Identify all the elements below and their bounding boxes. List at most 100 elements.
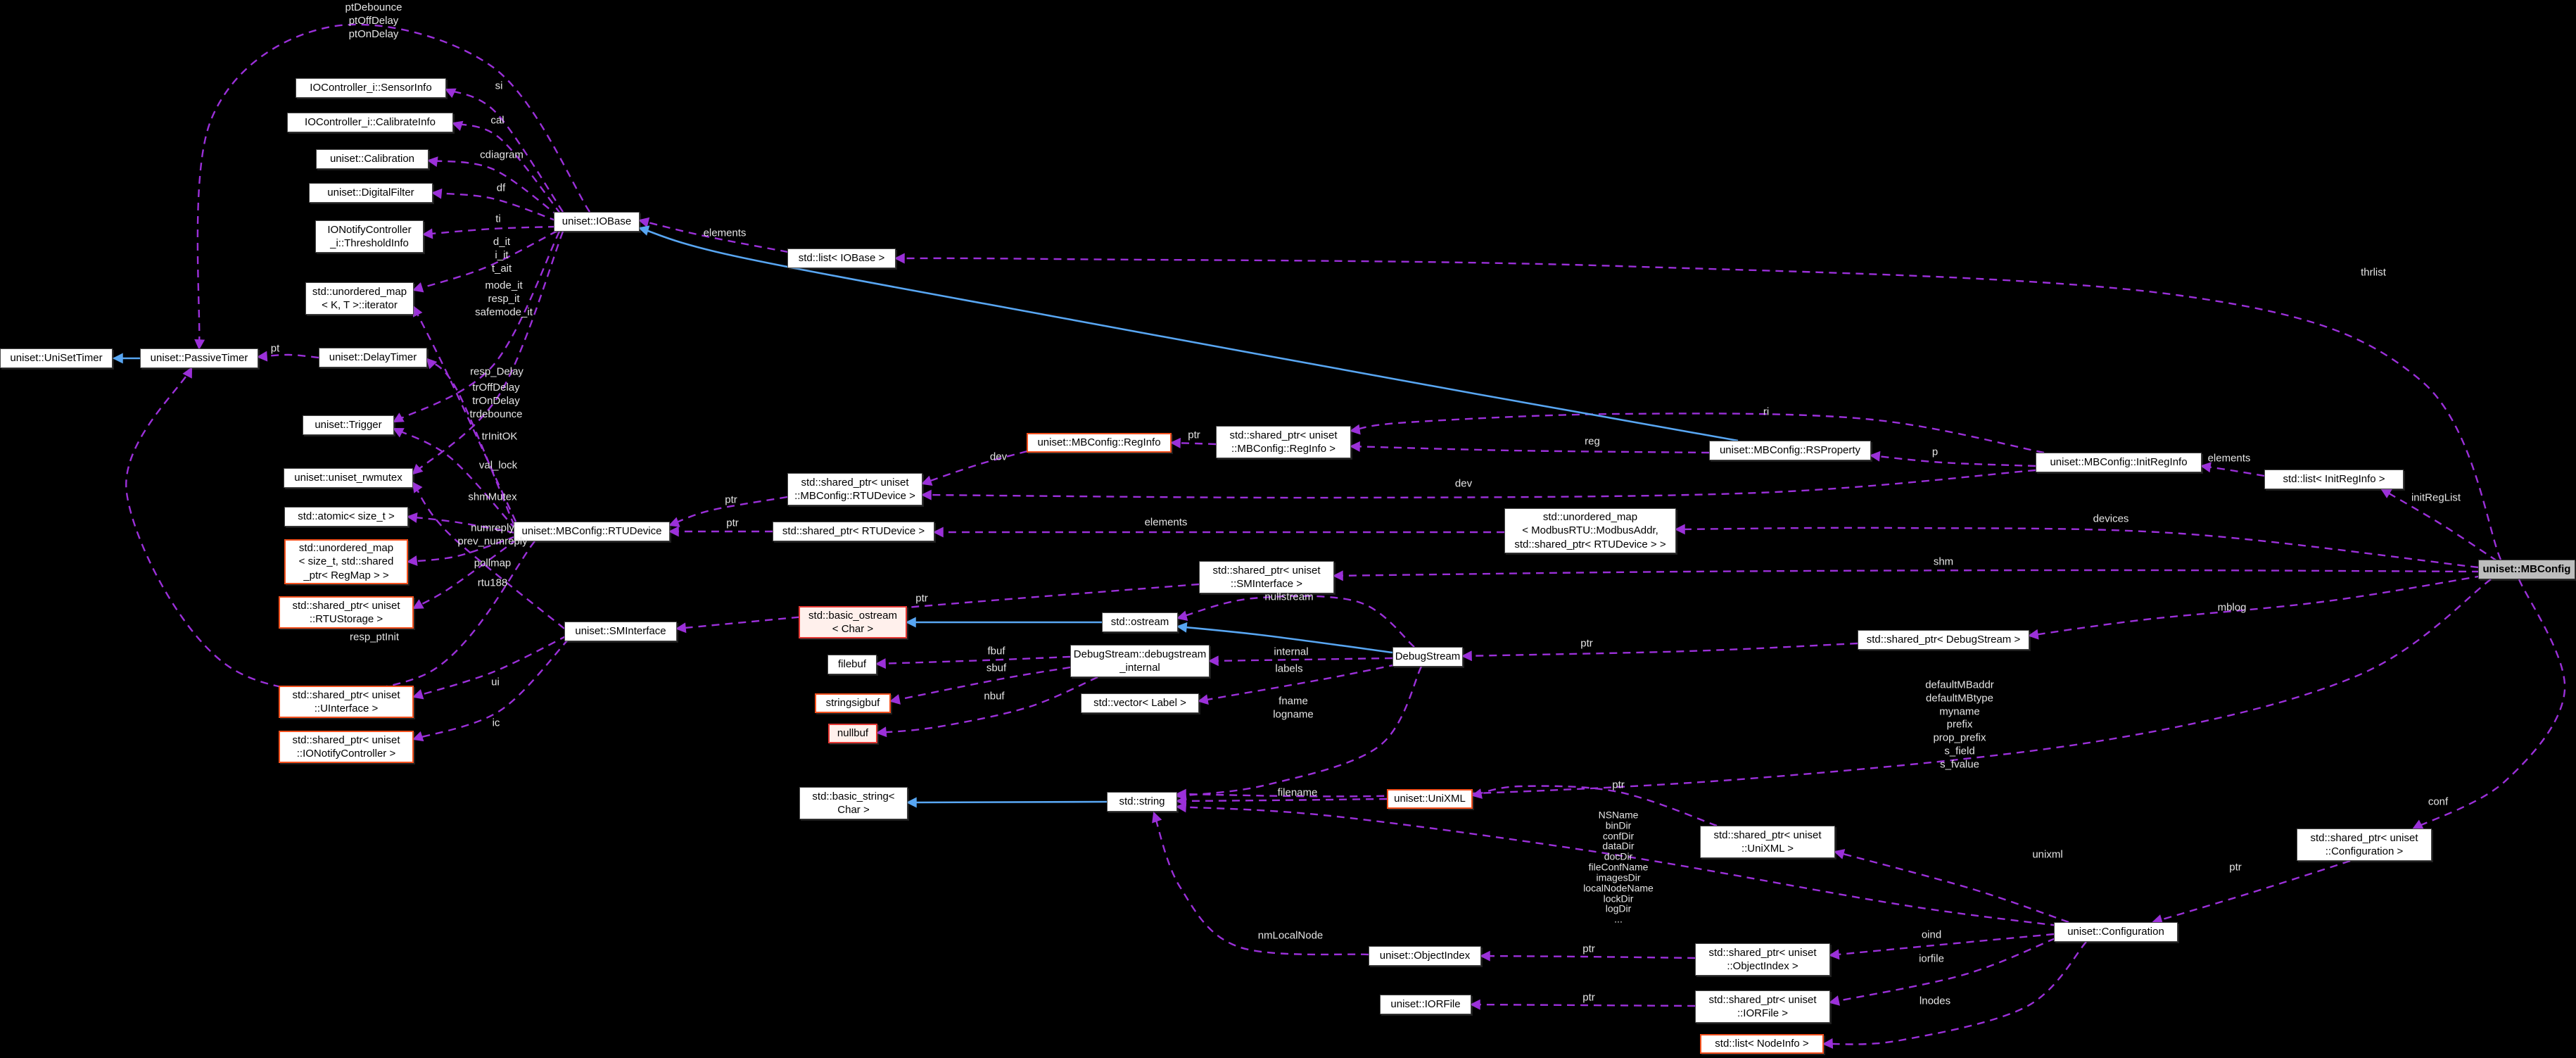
edge-ptr-debugstream <box>1461 642 1858 662</box>
edge-elements-iobase <box>637 217 789 253</box>
node-initreginfo[interactable]: uniset::MBConfig::InitRegInfo <box>2036 453 2202 472</box>
edge-label-iorfile-edge: iorfile <box>1919 952 1944 965</box>
edge-label-dev-initreginfo: dev <box>1454 477 1473 490</box>
node-atomic-size[interactable]: std::atomic< size_t > <box>284 507 408 527</box>
node-mbconfig[interactable]: uniset::MBConfig <box>2478 560 2575 579</box>
edge-ptr-reginfo <box>1169 437 1217 448</box>
node-trigger[interactable]: uniset::Trigger <box>303 415 394 435</box>
node-delaytimer[interactable]: uniset::DelayTimer <box>319 348 427 367</box>
node-nullbuf[interactable]: nullbuf <box>828 724 877 743</box>
edge-devices <box>1674 524 2479 569</box>
node-thresholdinfo[interactable]: IONotifyController _i::ThresholdInfo <box>315 220 424 253</box>
node-sp-mbconfig-rtudevice[interactable]: std::shared_ptr< uniset ::MBConfig::RTUD… <box>787 473 922 505</box>
edge-label-trinitok: trInitOK <box>481 430 518 443</box>
edge-ptr-objectindex <box>1479 950 1696 962</box>
node-rwmutex[interactable]: uniset::uniset_rwmutex <box>284 468 413 488</box>
edge-label-shm: shm <box>1933 555 1954 568</box>
node-stringsigbuf[interactable]: stringsigbuf <box>815 693 891 713</box>
edge-val-lock <box>412 231 564 475</box>
edge-label-resp-ptinit: resp_ptInit <box>349 631 400 643</box>
node-vector-label[interactable]: std::vector< Label > <box>1081 693 1199 713</box>
node-sp-unixml[interactable]: std::shared_ptr< uniset ::UniXML > <box>1700 826 1835 858</box>
node-sp-objectindex[interactable]: std::shared_ptr< uniset ::ObjectIndex > <box>1695 943 1830 976</box>
edge-label-shmmutex: shmMutex <box>468 491 517 503</box>
edge-pollmap <box>406 535 516 567</box>
edge-label-ptr-reginfo: ptr <box>1188 429 1200 441</box>
edge-label-nbuf: nbuf <box>984 690 1005 703</box>
node-list-iobase[interactable]: std::list< IOBase > <box>787 248 896 268</box>
node-ostream[interactable]: std::ostream <box>1102 612 1178 632</box>
node-configuration[interactable]: uniset::Configuration <box>2054 922 2178 942</box>
node-unisettimer[interactable]: uniset::UniSetTimer <box>0 348 113 368</box>
node-calibrateinfo[interactable]: IOController_i::CalibrateInfo <box>287 113 453 132</box>
node-reginfo[interactable]: uniset::MBConfig::RegInfo <box>1027 433 1172 453</box>
edge-label-reg: reg <box>1585 435 1600 448</box>
node-unixml[interactable]: uniset::UniXML <box>1387 789 1473 809</box>
edge-initreglist <box>2380 488 2498 562</box>
edge-trinitok <box>392 427 516 530</box>
node-sp-uinterface[interactable]: std::shared_ptr< uniset ::UInterface > <box>279 686 414 718</box>
node-modbus-umap[interactable]: std::unordered_map < ModbusRTU::ModbusAd… <box>1504 508 1676 553</box>
node-list-nodeinfo[interactable]: std::list< NodeInfo > <box>1700 1034 1824 1054</box>
edge-cdiagram <box>426 156 560 218</box>
edge-label-d-it: d_it i_it t_ait <box>491 235 512 275</box>
edge-d-it <box>412 229 558 293</box>
edge-label-filename: filename <box>1277 786 1318 799</box>
edge-label-sbuf: sbuf <box>986 662 1007 674</box>
node-iobase[interactable]: uniset::IOBase <box>554 212 640 232</box>
edge-filename <box>1175 795 1388 807</box>
node-list-initreginfo[interactable]: std::list< InitRegInfo > <box>2264 470 2404 489</box>
edge-label-cdiagram: cdiagram <box>480 149 524 161</box>
node-sp-rtustorage[interactable]: std::shared_ptr< uniset ::RTUStorage > <box>279 596 414 629</box>
edge-label-fbuf: fbuf <box>987 645 1005 657</box>
node-filebuf[interactable]: filebuf <box>827 655 877 674</box>
edge-label-elements-initreginfo: elements <box>2207 452 2251 465</box>
node-debugstream-internal[interactable]: DebugStream::debugstream _internal <box>1070 645 1210 677</box>
node-sp-reginfo[interactable]: std::shared_ptr< uniset ::MBConfig::RegI… <box>1216 426 1351 458</box>
node-basic-string[interactable]: std::basic_string< Char > <box>799 787 908 819</box>
edge-label-ic: ic <box>492 717 500 729</box>
edge-sbuf <box>889 666 1071 705</box>
node-regmap-umap[interactable]: std::unordered_map < size_t, std::shared… <box>284 539 408 584</box>
edge-label-pollmap: pollmap <box>474 557 512 569</box>
node-sp-sminterface[interactable]: std::shared_ptr< uniset ::SMInterface > <box>1199 561 1334 593</box>
edge-label-nmlocalnode: nmLocalNode <box>1257 929 1324 942</box>
node-basic-ostream[interactable]: std::basic_ostream < Char > <box>799 606 907 638</box>
node-std-string[interactable]: std::string <box>1107 792 1177 812</box>
node-sensorinfo[interactable]: IOController_i::SensorInfo <box>296 78 446 98</box>
node-sminterface[interactable]: uniset::SMInterface <box>564 622 677 641</box>
edge-p <box>1869 451 2036 467</box>
edge-label-mode-it: mode_it resp_it safemode_it <box>475 279 533 318</box>
node-map-iterator[interactable]: std::unordered_map < K, T >::iterator <box>305 282 414 315</box>
edge-ptr-iorfile <box>1469 999 1696 1010</box>
node-sp-rtudevice[interactable]: std::shared_ptr< RTUDevice > <box>773 522 934 541</box>
edge-troffdelay <box>393 231 561 423</box>
node-sp-debugstream[interactable]: std::shared_ptr< DebugStream > <box>1858 630 2029 650</box>
edge-si <box>444 88 564 213</box>
edge-label-numreply: numreply prev_numreply <box>457 522 528 547</box>
edge-label-labels: labels <box>1275 662 1303 675</box>
edge-label-resp-delay: resp_Delay <box>470 365 524 378</box>
node-rtudevice[interactable]: uniset::MBConfig::RTUDevice <box>514 522 670 541</box>
node-calibration[interactable]: uniset::Calibration <box>316 149 429 169</box>
edge-label-dev-reginfo: dev <box>989 451 1008 463</box>
node-rsproperty[interactable]: uniset::MBConfig::RSProperty <box>1709 441 1871 460</box>
edge-reg <box>1349 441 1710 454</box>
node-passivetimer[interactable]: uniset::PassiveTimer <box>140 348 258 368</box>
node-objectindex[interactable]: uniset::ObjectIndex <box>1369 946 1481 966</box>
edge-label-elements-rtudevice: elements <box>1144 516 1188 529</box>
edge-lnodes <box>1822 941 2087 1049</box>
edge-label-ptdebounce: ptDebounce ptOffDelay ptOnDelay <box>345 1 402 40</box>
node-sp-ionotifycontroller[interactable]: std::shared_ptr< uniset ::IONotifyContro… <box>279 731 414 763</box>
node-iorfile[interactable]: uniset::IORFile <box>1380 995 1471 1014</box>
edge-mode-it <box>412 305 517 522</box>
edge-labels <box>1197 663 1397 705</box>
edge-label-oind: oind <box>1921 928 1942 941</box>
node-sp-iorfile[interactable]: std::shared_ptr< uniset ::IORFile > <box>1695 990 1830 1023</box>
edge-label-p: p <box>1931 446 1939 458</box>
edge-label-defaultmb: defaultMBaddr defaultMBtype myname prefi… <box>1925 679 1994 770</box>
edge-ptr-mbrtudevice <box>668 496 788 527</box>
node-debugstream[interactable]: DebugStream <box>1392 647 1463 667</box>
node-sp-configuration[interactable]: std::shared_ptr< uniset ::Configuration … <box>2297 829 2432 861</box>
node-digitalfilter[interactable]: uniset::DigitalFilter <box>309 183 433 203</box>
